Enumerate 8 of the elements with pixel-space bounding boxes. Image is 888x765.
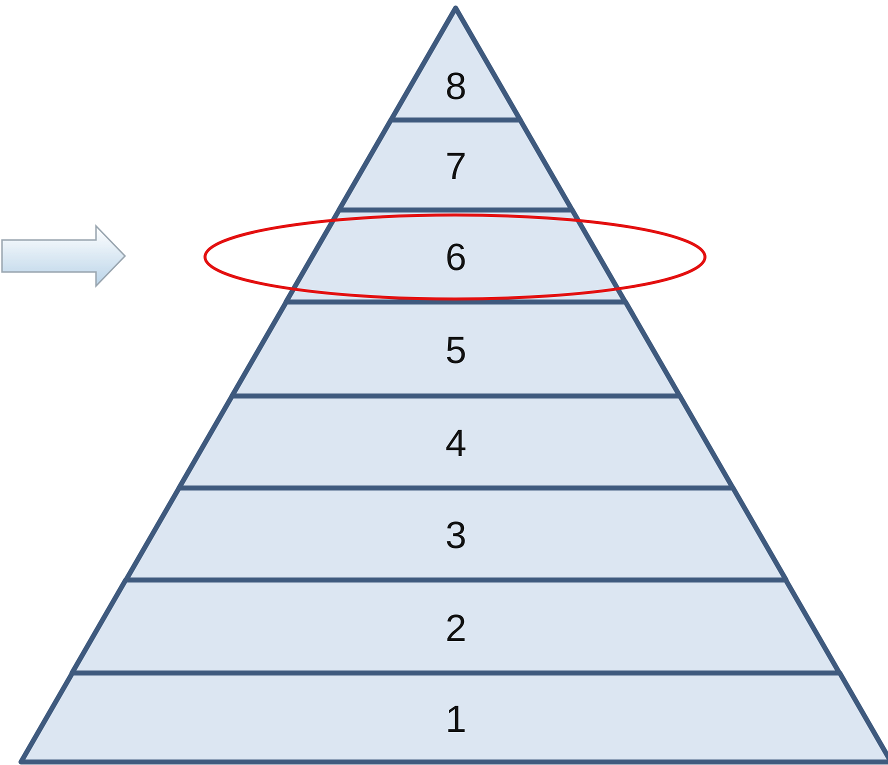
- tier-number: 8: [445, 68, 467, 106]
- tier-number: 5: [445, 332, 467, 370]
- tier-number: 2: [445, 610, 467, 648]
- tier-number: 3: [445, 517, 467, 555]
- tier-number: 4: [445, 425, 467, 463]
- tier-number: 6: [445, 239, 467, 277]
- tier-number: 7: [445, 148, 467, 186]
- tier-number: 1: [445, 700, 467, 738]
